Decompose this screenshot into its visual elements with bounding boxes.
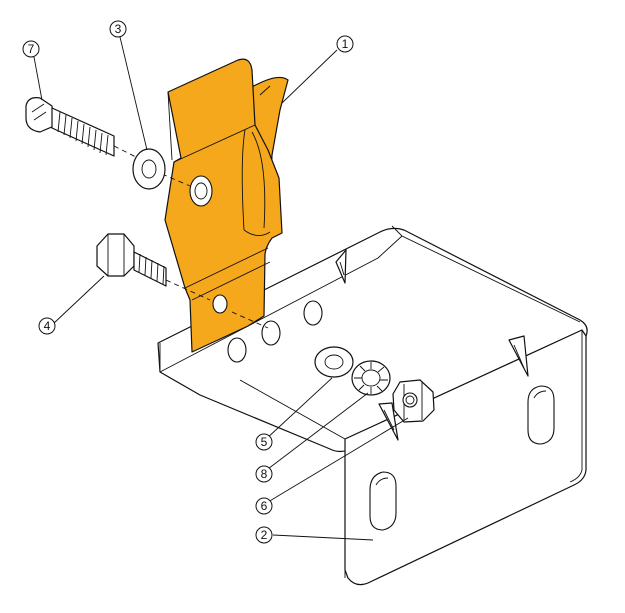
leader-4 xyxy=(52,275,105,325)
clip-part-1 xyxy=(164,58,289,353)
bracket-tab-low xyxy=(378,402,399,441)
svg-text:7: 7 xyxy=(28,42,35,56)
callout-7: 7 xyxy=(22,40,40,58)
leader-6 xyxy=(262,417,409,506)
leader-3 xyxy=(119,36,148,151)
leader-2 xyxy=(272,534,374,541)
svg-text:6: 6 xyxy=(261,499,268,513)
screw-part-7 xyxy=(25,97,115,157)
bolt-part-4 xyxy=(96,233,167,287)
washer-part-3 xyxy=(132,148,166,190)
leader-7 xyxy=(33,56,43,101)
bracket-hole-1 xyxy=(227,337,247,363)
lockwasher-part-8 xyxy=(351,360,391,396)
bracket-hole-2 xyxy=(261,320,281,346)
callout-6: 6 xyxy=(255,497,273,515)
bracket-hole-3 xyxy=(303,300,323,326)
bracket-part-2 xyxy=(157,225,588,586)
bracket-vertical-flange xyxy=(344,329,587,586)
bracket-top-flange xyxy=(157,227,588,453)
bracket-slot-right xyxy=(527,385,555,445)
callout-3: 3 xyxy=(109,20,127,38)
svg-text:4: 4 xyxy=(44,319,51,333)
callout-4: 4 xyxy=(38,317,56,335)
leader-5 xyxy=(264,377,333,441)
clip-hole-upper xyxy=(189,175,213,207)
svg-text:2: 2 xyxy=(261,528,268,542)
svg-text:5: 5 xyxy=(261,435,268,449)
nut-part-6 xyxy=(392,379,435,423)
clip-hole-lower xyxy=(212,294,228,314)
callout-1: 1 xyxy=(336,35,354,53)
clip-main-plate xyxy=(164,58,283,353)
leader-lines xyxy=(33,36,409,541)
callout-2: 2 xyxy=(255,526,273,544)
washer-part-5 xyxy=(314,346,354,378)
svg-text:8: 8 xyxy=(261,467,268,481)
leader-8 xyxy=(263,392,369,473)
svg-text:1: 1 xyxy=(342,37,349,51)
svg-text:3: 3 xyxy=(115,22,122,36)
callout-8: 8 xyxy=(255,465,273,483)
bracket-slot-left xyxy=(369,471,397,531)
callout-5: 5 xyxy=(255,433,273,451)
leader-1 xyxy=(281,49,338,104)
